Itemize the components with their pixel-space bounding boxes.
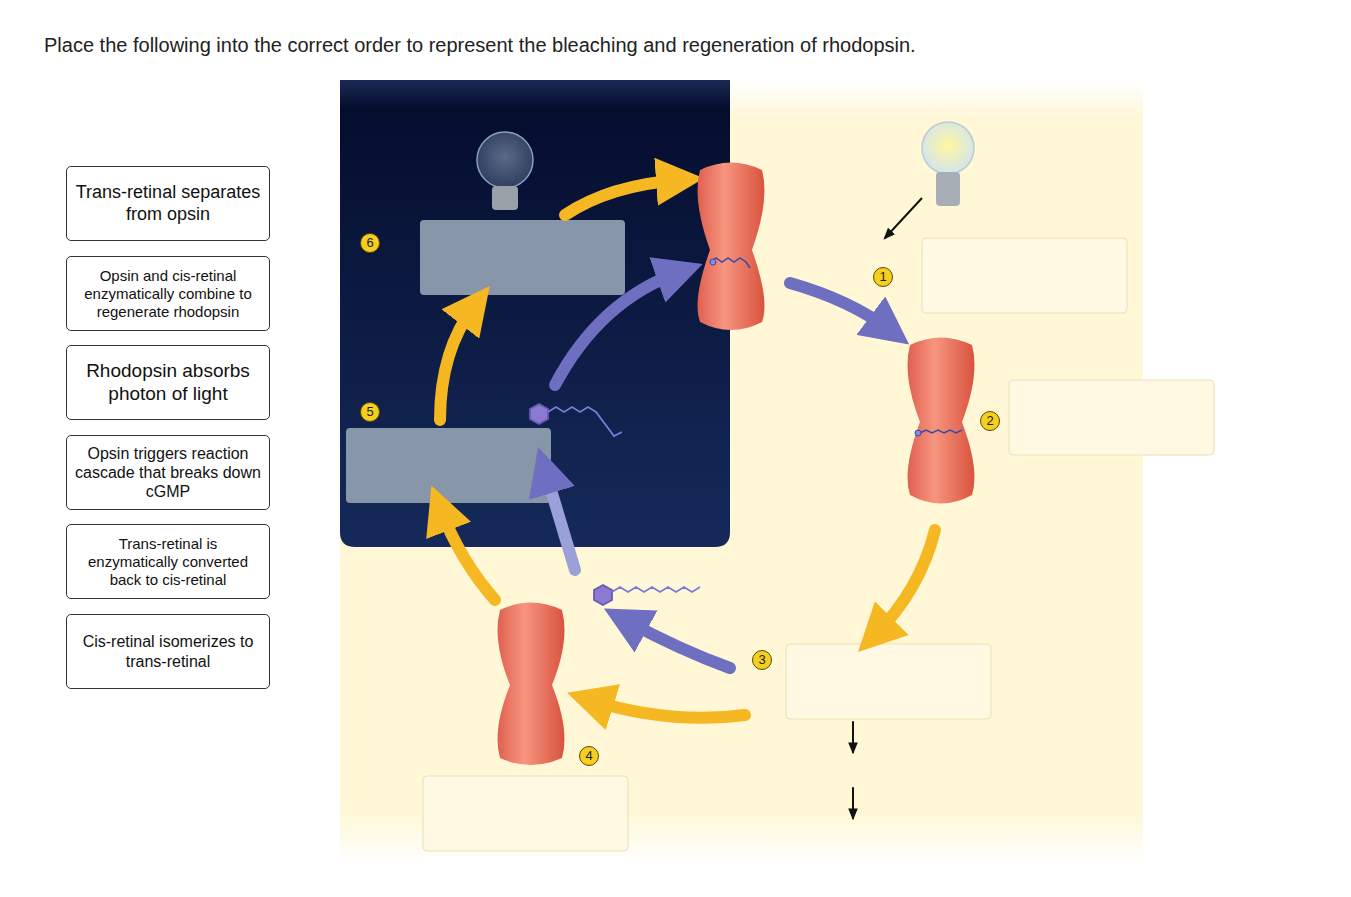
option-text: Trans-retinal separates from opsin [75, 182, 261, 225]
option-box: Rhodopsin absorbs photon of light [66, 345, 270, 420]
callout-number: 4 [579, 746, 599, 766]
option-box: Trans-retinal is enzymatically converted… [66, 524, 270, 599]
option-box: Opsin and cis-retinal enzymatically comb… [66, 256, 270, 331]
option-box: Trans-retinal separates from opsin [66, 166, 270, 241]
title: Place the following into the correct ord… [44, 34, 916, 57]
option-text: Cis-retinal isomerizes to trans-retinal [75, 632, 261, 670]
callout-number: 6 [360, 233, 380, 253]
option-text: Rhodopsin absorbs photon of light [75, 360, 261, 406]
option-box: Opsin triggers reaction cascade that bre… [66, 435, 270, 510]
option-text: Trans-retinal is enzymatically converted… [75, 535, 261, 589]
option-box: Cis-retinal isomerizes to trans-retinal [66, 614, 270, 689]
option-text: Opsin and cis-retinal enzymatically comb… [75, 267, 261, 321]
option-text: Opsin triggers reaction cascade that bre… [75, 444, 261, 502]
callout-number: 5 [360, 402, 380, 422]
callout-number: 1 [873, 267, 893, 287]
callout-number: 2 [980, 411, 1000, 431]
callout-number: 3 [752, 650, 772, 670]
